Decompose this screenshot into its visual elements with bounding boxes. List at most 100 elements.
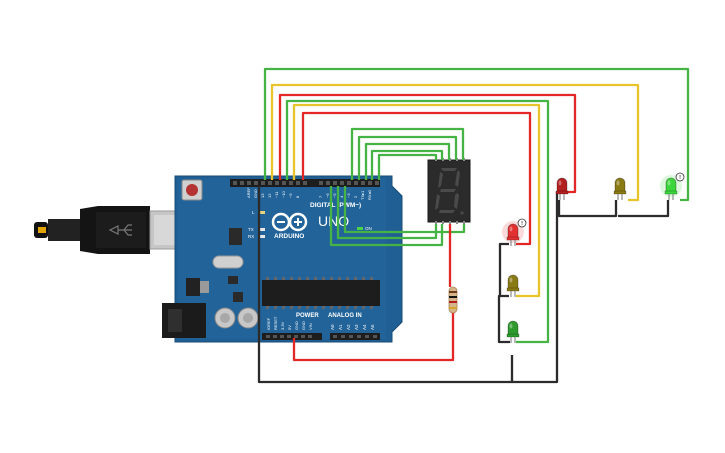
- led-5[interactable]: [506, 274, 520, 297]
- analog-in-label: ANALOG IN: [328, 313, 362, 319]
- wire-seg-6[interactable]: [329, 186, 444, 247]
- leds: !!: [502, 172, 685, 343]
- led-3[interactable]: !: [660, 172, 685, 200]
- wire-gnd-right[interactable]: [512, 192, 559, 384]
- warning-icon-glyph: !: [679, 175, 681, 181]
- digital-header-holes: [233, 181, 379, 185]
- gnd-label-2: GND: [301, 321, 306, 330]
- atmega-pins: [266, 277, 373, 309]
- a4-label: A4: [362, 324, 367, 330]
- led-shine: [509, 277, 513, 283]
- led-shine: [616, 180, 620, 186]
- seven-segment-display[interactable]: [427, 158, 471, 224]
- on-label: ON: [365, 226, 372, 231]
- regulator-tab: [200, 281, 209, 293]
- wire-gnd-board[interactable]: [257, 186, 514, 384]
- arduino-logo-text: ARDUINO: [274, 233, 304, 240]
- led-body: [556, 177, 568, 193]
- wire-red-pin11-led-red[interactable]: [278, 93, 577, 194]
- usb-icon: [108, 224, 132, 236]
- wire-seg-3[interactable]: [364, 142, 451, 180]
- crystal-oscillator: [212, 255, 244, 269]
- pin-label-4: 4: [339, 195, 344, 198]
- wire-gnd-led-3[interactable]: [498, 242, 509, 296]
- arduino-infinity-logo: [271, 212, 308, 232]
- pin-label-2: 2: [353, 195, 358, 198]
- gnd-label-1: GND: [294, 321, 299, 330]
- led-body: [507, 320, 519, 336]
- l-label: L: [252, 210, 255, 215]
- wire-seg-2[interactable]: [357, 135, 458, 180]
- warning-icon[interactable]: !: [675, 172, 685, 182]
- bottom-header-holes: [266, 335, 377, 338]
- pin-label-12: 12: [267, 193, 272, 198]
- pin-label-8: 8: [295, 195, 300, 198]
- wire-gnd-led-4[interactable]: [497, 294, 510, 344]
- pin-label-3: ~3: [346, 193, 351, 198]
- wire-seg-8[interactable]: [343, 186, 466, 234]
- power-label: POWER: [296, 313, 319, 319]
- warning-icon-glyph: !: [521, 221, 523, 227]
- led-rim: [613, 190, 627, 195]
- usb-strain-relief: [48, 219, 80, 241]
- power-header: [262, 333, 322, 340]
- pin-label-6: ~6: [325, 193, 330, 198]
- wire-gnd-led-1[interactable]: [557, 200, 618, 218]
- seven-segment-segments: [435, 168, 464, 215]
- capacitor-2-top: [243, 313, 253, 323]
- led-rim: [506, 333, 520, 338]
- resistor-band-4: [449, 307, 457, 309]
- pin-label-7: 7: [318, 195, 323, 198]
- a0-label: A0: [330, 324, 335, 330]
- led-4[interactable]: !: [502, 218, 527, 246]
- wire-red-resistor-5v[interactable]: [292, 313, 455, 362]
- wire-green-pin13-led-green[interactable]: [263, 67, 690, 202]
- led-shine: [509, 323, 513, 329]
- a3-label: A3: [354, 324, 359, 330]
- led-body: [507, 274, 519, 290]
- smd-chip: [228, 276, 238, 284]
- ioref-label: IOREF: [266, 317, 271, 330]
- pin-label-11: ~11: [274, 191, 279, 198]
- led-rim: [506, 236, 520, 241]
- analog-header: [330, 333, 380, 340]
- led-1[interactable]: [555, 177, 569, 200]
- led-2[interactable]: [613, 177, 627, 200]
- reset-button-cap[interactable]: [186, 184, 198, 196]
- on-led: [357, 227, 363, 230]
- tx-label: TX: [248, 227, 254, 232]
- a1-label: A1: [338, 324, 343, 330]
- led-rim: [555, 190, 569, 195]
- small-ic: [233, 292, 243, 302]
- resistor-band-3: [449, 301, 457, 303]
- led-shine: [558, 180, 562, 186]
- wire-seg-5[interactable]: [377, 153, 438, 180]
- resistor-band-2: [449, 296, 457, 298]
- wire-seg-1[interactable]: [350, 127, 465, 180]
- wire-yellow-pin12-led-yellow[interactable]: [270, 83, 640, 202]
- dc-jack-opening: [168, 309, 182, 332]
- icsp-chip: [229, 228, 242, 245]
- pin-label-5: ~5: [332, 193, 337, 198]
- led-shine: [509, 226, 513, 232]
- resistor[interactable]: [448, 286, 458, 314]
- led-body: [614, 177, 626, 193]
- led-shine: [667, 180, 671, 186]
- wire-green-pin10-led-green-2[interactable]: [285, 99, 550, 344]
- led-6[interactable]: [506, 320, 520, 343]
- tx-led: [258, 228, 265, 231]
- wire-seg-4[interactable]: [370, 149, 444, 180]
- led-rim: [506, 287, 520, 292]
- atmega-chip: [262, 280, 380, 306]
- warning-icon[interactable]: !: [517, 218, 527, 228]
- wire-red-pin8-led-red-2[interactable]: [301, 111, 532, 246]
- arduino-uno-board[interactable]: AREF GND 13 12 ~11 ~10 ~9 8 7 ~6 ~5 4 ~3…: [162, 175, 403, 343]
- pin-label-10: ~10: [281, 190, 286, 198]
- wire-yellow-pin9-led-yellow-2[interactable]: [292, 103, 541, 298]
- led-body: [665, 177, 677, 193]
- wire-gnd-led-2[interactable]: [618, 200, 670, 218]
- gnd-label: GND: [253, 189, 258, 198]
- resistor-body: [448, 286, 458, 314]
- aref-label: AREF: [246, 187, 251, 198]
- pin-label-0: RX◂0: [367, 189, 372, 200]
